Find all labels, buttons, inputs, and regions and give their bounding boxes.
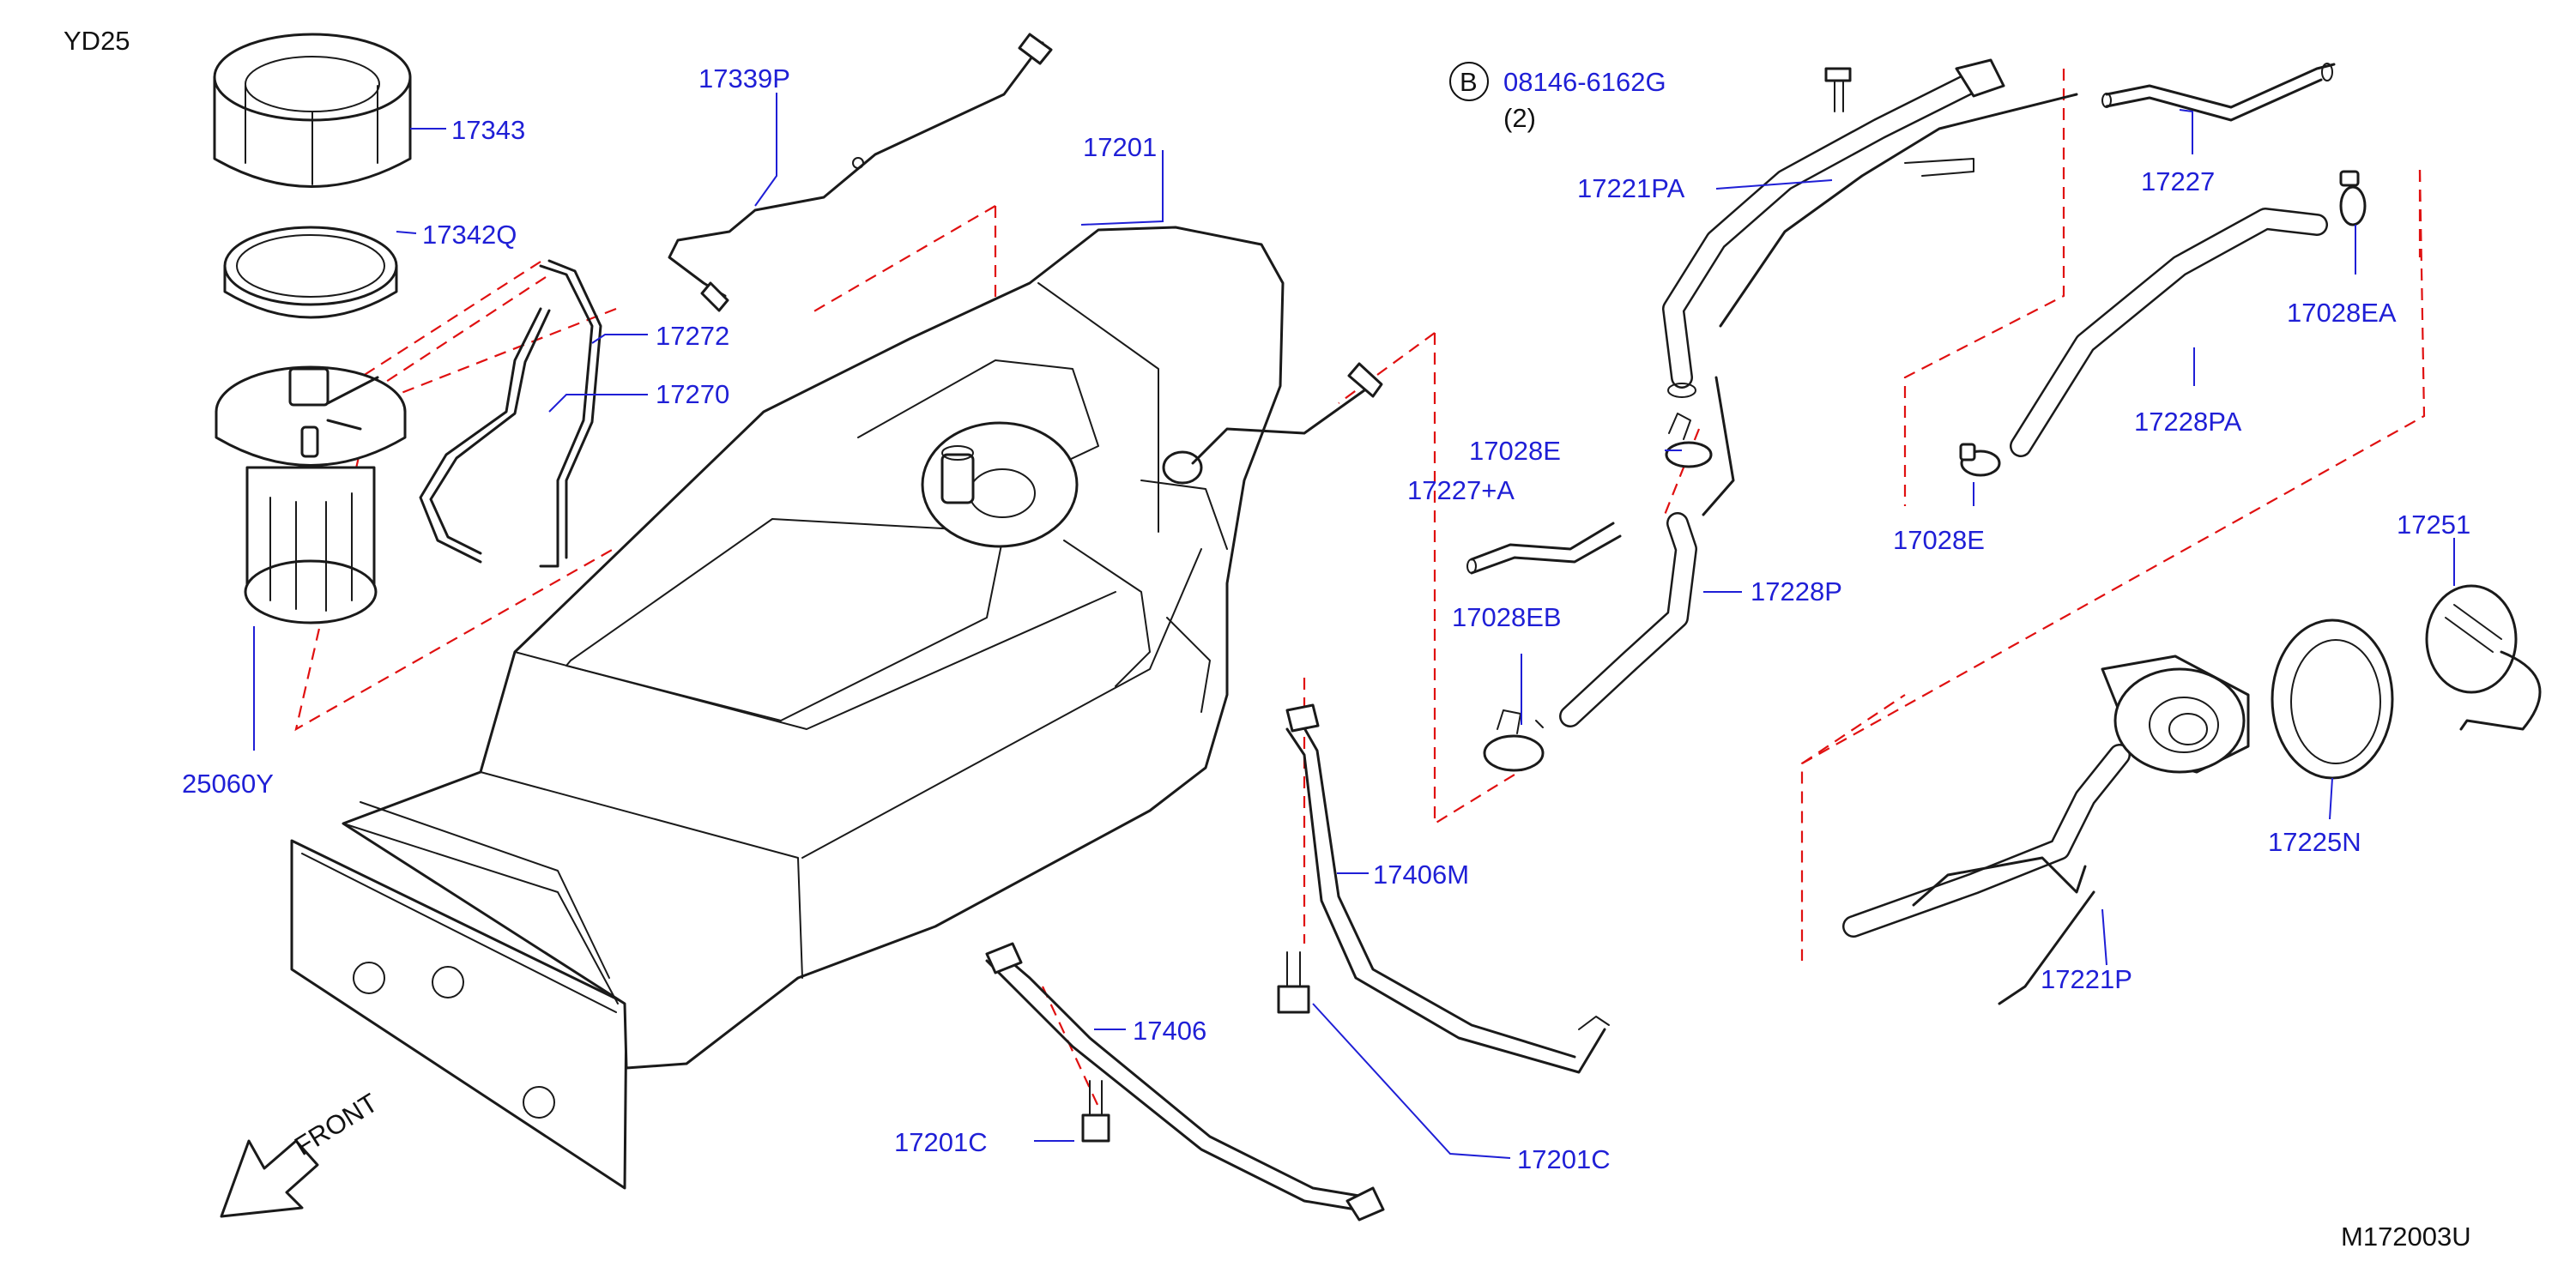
- label-17201: 17201: [1083, 132, 1157, 162]
- bolt-08146-6162g: [1824, 67, 1852, 112]
- hose-clamp-17028ea: [2339, 170, 2367, 226]
- tank-strap-17406: [985, 942, 1385, 1222]
- filler-hose-17228p: [1559, 512, 1697, 727]
- label-17221pa: 17221PA: [1577, 173, 1685, 203]
- label-17228p: 17228P: [1751, 576, 1842, 606]
- label-17201c-right: 17201C: [1517, 1144, 1611, 1174]
- label-17343: 17343: [451, 115, 525, 145]
- front-label: FRONT: [289, 1088, 383, 1161]
- bolt-callout: B 08146-6162G (2): [1449, 62, 1666, 133]
- label-17272: 17272: [656, 321, 729, 351]
- hose-clamp-17028e-right: [1959, 443, 2001, 477]
- label-17342q: 17342Q: [422, 220, 517, 250]
- assembly-guide-lines: [294, 69, 2426, 1107]
- label-17221p: 17221P: [2041, 964, 2132, 994]
- vent-hose-17227a: [1466, 522, 1622, 575]
- label-17228pa: 17228PA: [2134, 407, 2242, 437]
- fuel-pump-module-25060y: [215, 365, 407, 624]
- diagram-id: M172003U: [2341, 1222, 2471, 1252]
- label-17339p: 17339P: [698, 63, 790, 94]
- label-17028e-right: 17028E: [1893, 525, 1985, 555]
- label-17028ea: 17028EA: [2287, 298, 2397, 328]
- harness-17339p: [668, 33, 1053, 312]
- tank-strap-17406m: [1285, 703, 1610, 1074]
- fuel-tank-17201: [290, 226, 1383, 1190]
- seal-17225n: [2271, 618, 2394, 780]
- label-17227: 17227: [2141, 166, 2215, 196]
- filler-hose-17228pa: [2010, 208, 2328, 457]
- label-25060y: 25060Y: [182, 769, 274, 799]
- leader-lines: [253, 93, 2455, 1159]
- label-17227a: 17227+A: [1407, 475, 1515, 505]
- hose-clamp-17028eb: [1483, 709, 1545, 772]
- bolt-17201c-left: [1081, 1080, 1110, 1143]
- fuel-tube-17270: [419, 307, 551, 564]
- label-17270: 17270: [656, 379, 729, 409]
- label-17225n: 17225N: [2268, 827, 2361, 857]
- fuel-tube-17272: [539, 259, 602, 568]
- bolt-quantity: (2): [1503, 103, 1536, 133]
- filler-neck-17221p: [1842, 655, 2250, 1005]
- front-arrow-icon: [220, 1139, 319, 1218]
- bolt-symbol-b: [1449, 62, 1489, 101]
- label-17028eb: 17028EB: [1452, 602, 1562, 632]
- label-17028e-top: 17028E: [1469, 436, 1561, 466]
- bolt-symbol-letter: B: [1460, 67, 1478, 97]
- fuel-cap-17251: [2425, 584, 2542, 731]
- engine-code: YD25: [63, 26, 130, 56]
- hose-clamp-17028e-top: [1665, 413, 1713, 468]
- label-17406: 17406: [1133, 1016, 1206, 1046]
- filler-tube-17221pa: [1662, 58, 2078, 516]
- label-17406m: 17406M: [1373, 860, 1469, 890]
- vent-hose-17227: [2101, 63, 2336, 122]
- label-17251: 17251: [2397, 510, 2470, 540]
- part-labels: 17343 17342Q 17339P 17201 17272 17270 25…: [182, 63, 2470, 1174]
- o-ring-17342q: [223, 226, 398, 319]
- lock-ring-17343: [213, 33, 412, 188]
- bolt-part-number: 08146-6162G: [1503, 67, 1666, 97]
- label-17201c-left: 17201C: [894, 1127, 988, 1157]
- bolt-17201c-right: [1277, 951, 1310, 1014]
